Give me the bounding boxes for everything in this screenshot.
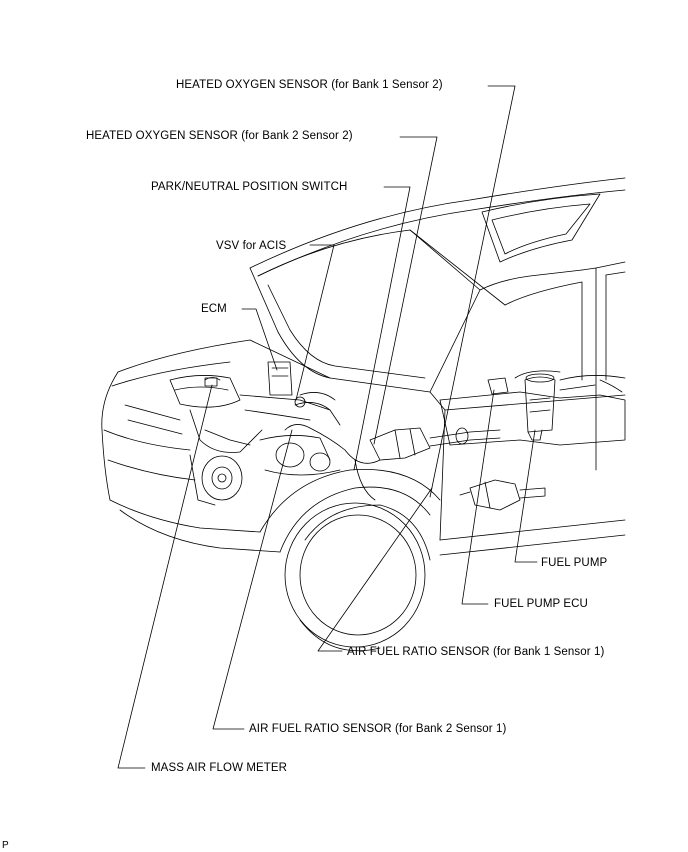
- label-fuel-pump: FUEL PUMP: [541, 557, 608, 569]
- corner-mark: P: [2, 840, 9, 851]
- label-ho2s-bank1-sensor2: HEATED OXYGEN SENSOR (for Bank 1 Sensor …: [176, 79, 443, 91]
- label-af-sensor-bank2-sensor1: AIR FUEL RATIO SENSOR (for Bank 2 Sensor…: [249, 723, 507, 735]
- label-af-sensor-bank1-sensor1: AIR FUEL RATIO SENSOR (for Bank 1 Sensor…: [347, 646, 605, 658]
- exhaust-and-drivetrain: [369, 370, 626, 511]
- leader-lines: [117, 85, 538, 769]
- label-vsv-acis: VSV for ACIS: [216, 240, 287, 252]
- label-park-neutral-switch: PARK/NEUTRAL POSITION SWITCH: [151, 181, 348, 193]
- vehicle-body: [101, 177, 626, 556]
- front-wheel: [284, 502, 431, 652]
- label-ho2s-bank2-sensor2: HEATED OXYGEN SENSOR (for Bank 2 Sensor …: [86, 130, 353, 142]
- label-fuel-pump-ecu: FUEL PUMP ECU: [494, 598, 588, 610]
- label-ecm: ECM: [201, 303, 227, 315]
- label-mass-air-flow-meter: MASS AIR FLOW METER: [151, 762, 288, 774]
- engine-assembly: [169, 361, 381, 506]
